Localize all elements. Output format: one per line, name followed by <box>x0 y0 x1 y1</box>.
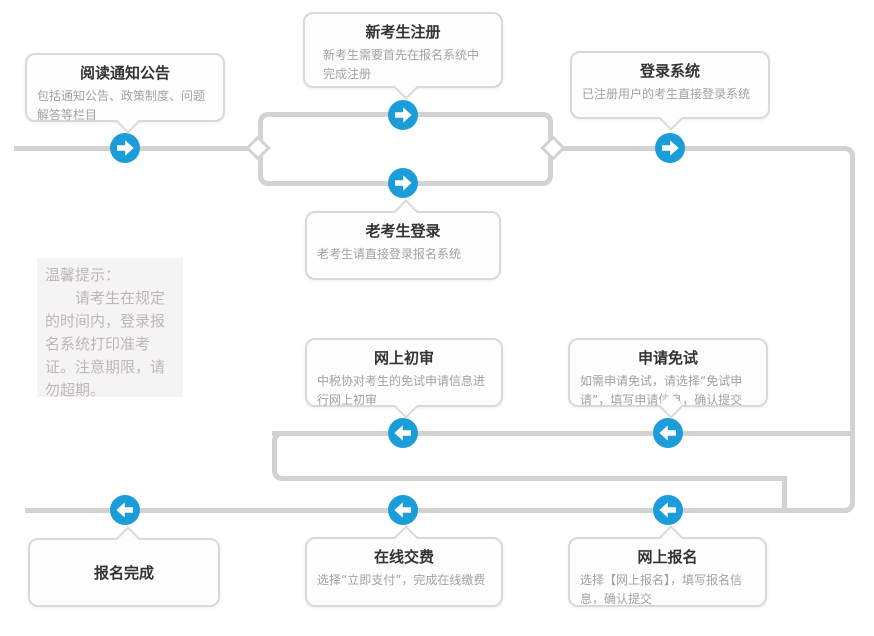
flow-line-review-loop <box>272 431 787 481</box>
step-title: 网上报名 <box>637 548 698 566</box>
arrow-right-circle-icon <box>388 168 418 198</box>
step-title: 报名完成 <box>93 563 154 582</box>
flow-line-right-loop <box>553 146 855 513</box>
step-title: 老考生登录 <box>365 222 441 240</box>
step-title: 在线交费 <box>373 548 434 566</box>
arrow-left-circle-icon <box>110 495 140 525</box>
callout-tail-up <box>658 525 684 551</box>
step-new-candidate-register: 新考生注册 新考生需要首先在报名系统中完成注册 <box>303 12 503 100</box>
step-register-online: 网上报名 选择【网上报名】，填写报名信息，确认提交 <box>568 525 767 607</box>
arrow-left-circle-icon <box>653 495 683 525</box>
arrow-right-circle-icon <box>388 100 418 130</box>
step-login-system: 登录系统 已注册用户的考生直接登录系统 <box>570 51 770 131</box>
step-old-candidate-login: 老考生登录 老考生请直接登录报名系统 <box>305 199 501 280</box>
step-register-complete: 报名完成 <box>28 526 220 607</box>
arrow-left-circle-icon <box>653 418 683 448</box>
step-apply-exemption: 申请免试 如需申请免试，请选择“免试申请”，填写申请信息，确认提交 <box>568 338 768 419</box>
step-title: 阅读通知公告 <box>79 64 170 82</box>
callout-tail-up <box>393 525 419 551</box>
step-desc: 包括通知公告、政策制度、问题解答等栏目 <box>37 89 206 122</box>
step-desc: 新考生需要首先在报名系统中完成注册 <box>323 48 480 81</box>
flow-line-bottom <box>25 508 553 513</box>
arrow-left-circle-icon <box>388 495 418 525</box>
arrow-left-circle-icon <box>388 418 418 448</box>
step-title: 新考生注册 <box>365 23 441 41</box>
flow-line-review-drop <box>782 476 787 513</box>
step-desc: 选择“立即支付”，完成在线缴费 <box>317 573 486 587</box>
step-online-review: 网上初审 中税协对考生的免试申请信息进行网上初审 <box>305 338 503 419</box>
step-desc: 老考生请直接登录报名系统 <box>317 247 462 261</box>
callout-tail-up <box>393 199 419 225</box>
callout-tail-down <box>658 105 684 131</box>
step-desc: 选择【网上报名】，填写报名信息，确认提交 <box>580 573 743 606</box>
step-desc: 中税协对考生的免试申请信息进行网上初审 <box>317 374 486 407</box>
step-title: 申请免试 <box>637 349 698 367</box>
arrow-right-circle-icon <box>655 133 685 163</box>
arrow-right-circle-icon <box>110 133 140 163</box>
step-read-notice: 阅读通知公告 包括通知公告、政策制度、问题解答等栏目 <box>25 53 225 134</box>
step-desc: 已注册用户的考生直接登录系统 <box>582 87 751 101</box>
step-title: 网上初审 <box>373 349 434 367</box>
warm-tips-note: 温馨提示： 请考生在规定的时间内，登录报名系统打印准考证。注意期限，请勿超期。 <box>37 258 183 399</box>
step-pay-online: 在线交费 选择“立即支付”，完成在线缴费 <box>305 525 503 607</box>
step-title: 登录系统 <box>639 62 700 80</box>
step-desc: 如需申请免试，请选择“免试申请”，填写申请信息，确认提交 <box>580 374 743 407</box>
